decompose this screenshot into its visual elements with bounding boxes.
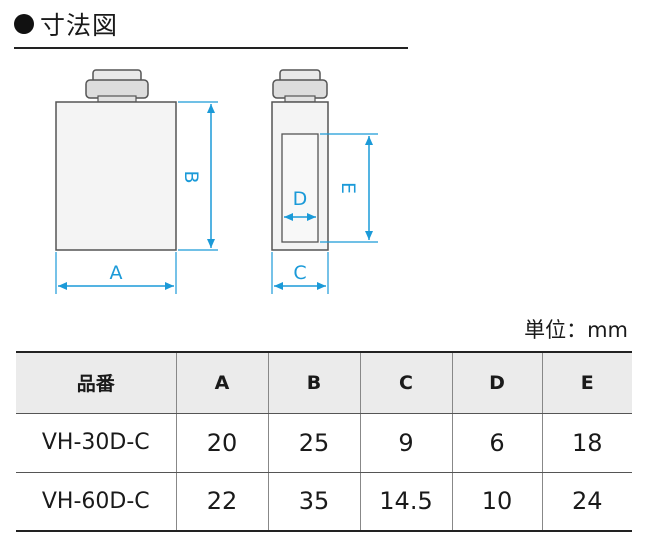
- title-underline: [14, 47, 408, 49]
- dimension-label-c: C: [293, 262, 306, 284]
- dimension-a: A: [55, 252, 177, 294]
- cell-part-number: VH-60D-C: [16, 472, 176, 532]
- cell-b: 35: [267, 472, 360, 532]
- cell-e: 18: [541, 413, 632, 473]
- cell-a: 20: [175, 413, 268, 473]
- dimension-c: C: [271, 252, 329, 294]
- header-a: A: [175, 351, 268, 414]
- dimension-label-a: A: [110, 262, 123, 284]
- cell-a: 22: [175, 472, 268, 532]
- side-slot: [281, 133, 319, 243]
- dimension-b: B: [178, 101, 218, 251]
- table-header-row: 品番 A B C D E: [16, 351, 632, 414]
- header-b: B: [267, 351, 360, 414]
- cell-d: 6: [451, 413, 542, 473]
- dimension-d: D: [284, 188, 316, 221]
- dimension-e: E: [320, 133, 378, 243]
- dimension-drawing: A B D E C: [55, 69, 378, 294]
- header-d: D: [451, 351, 542, 414]
- cell-b: 25: [267, 413, 360, 473]
- cell-e: 24: [541, 472, 632, 532]
- header-c: C: [359, 351, 452, 414]
- cell-part-number: VH-30D-C: [16, 413, 176, 473]
- header-e: E: [541, 351, 632, 414]
- cell-d: 10: [451, 472, 542, 532]
- cell-c: 14.5: [359, 472, 452, 532]
- bullet-icon: [14, 14, 34, 34]
- dimension-label-d: D: [293, 188, 308, 210]
- side-view: [271, 69, 329, 251]
- dimension-label-b: B: [180, 170, 202, 183]
- dimension-label-e: E: [337, 182, 359, 194]
- table-row: VH-60D-C 22 35 14.5 10 24: [16, 472, 632, 532]
- cell-c: 9: [359, 413, 452, 473]
- section-title-text: 寸法図: [40, 11, 119, 40]
- front-body: [55, 101, 177, 251]
- header-part-number: 品番: [16, 351, 176, 414]
- spec-table: 品番 A B C D E VH-30D-C 20 25 9 6 18 VH-60…: [16, 351, 632, 532]
- unit-label: 単位：mm: [524, 318, 628, 342]
- table-row: VH-30D-C 20 25 9 6 18: [16, 413, 632, 473]
- front-view: [55, 69, 177, 251]
- section-title: 寸法図: [14, 6, 118, 42]
